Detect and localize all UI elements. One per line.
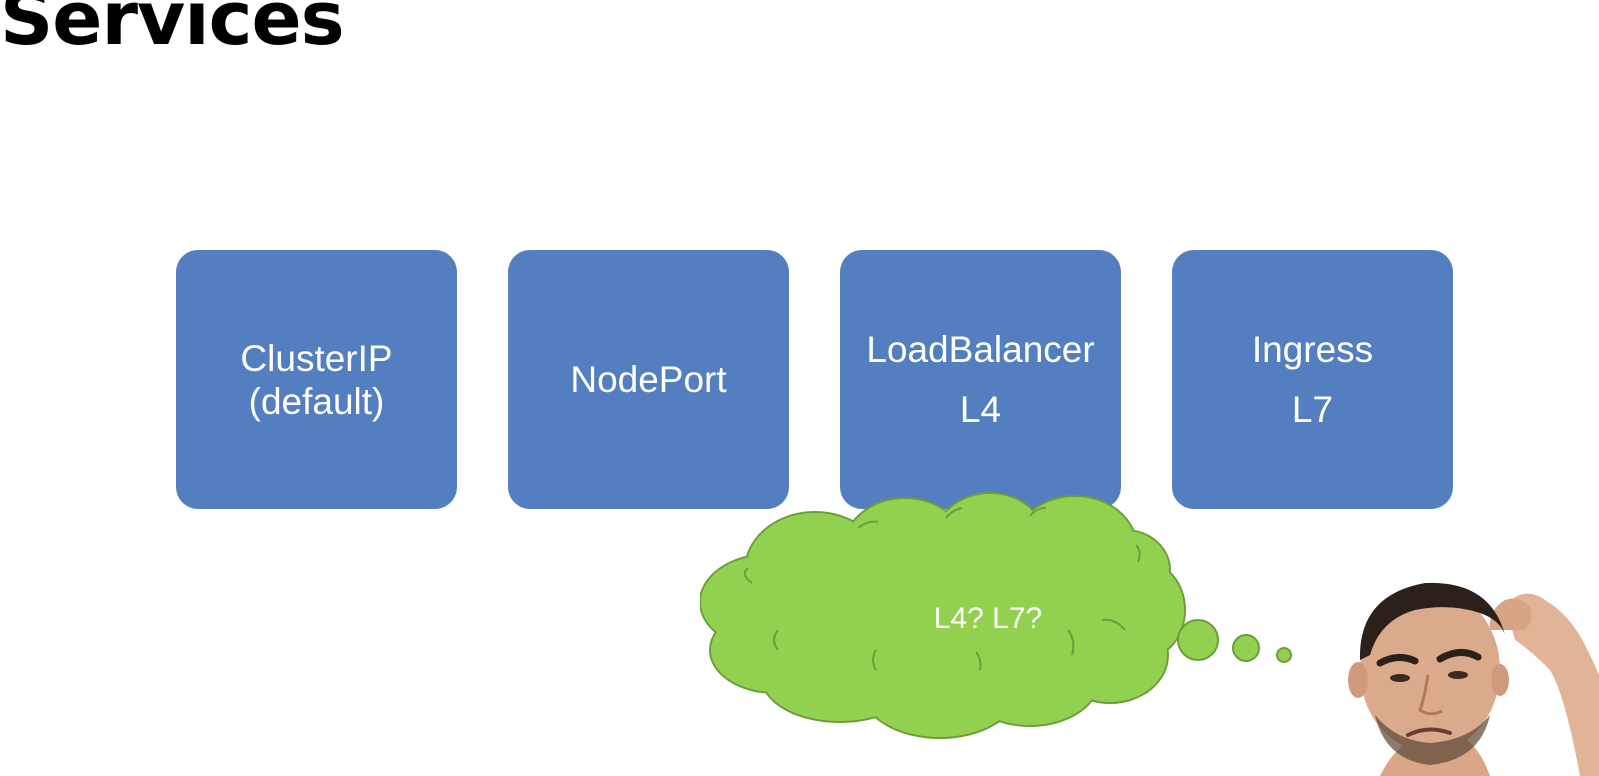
thought-dots <box>1177 619 1292 663</box>
box-sublabel: L4 <box>959 388 1002 430</box>
slide-title: Services <box>0 0 345 62</box>
box-label: Ingress <box>1251 328 1374 370</box>
service-box-nodeport: NodePort <box>508 250 789 509</box>
box-label: LoadBalancer <box>866 328 1095 370</box>
thought-bubble: L4? L7? <box>700 490 1320 760</box>
box-sublabel: (default) <box>248 380 385 422</box>
thought-cloud-icon <box>700 492 1292 739</box>
box-label: NodePort <box>570 358 727 400</box>
service-box-clusterip: ClusterIP (default) <box>176 250 457 509</box>
service-box-ingress: Ingress L7 <box>1172 250 1453 509</box>
confused-person-icon <box>1340 575 1599 776</box>
box-label: ClusterIP <box>240 337 393 379</box>
box-sublabel: L7 <box>1291 388 1334 430</box>
thought-bubble-text: L4? L7? <box>933 602 1043 635</box>
service-box-loadbalancer: LoadBalancer L4 <box>840 250 1121 509</box>
